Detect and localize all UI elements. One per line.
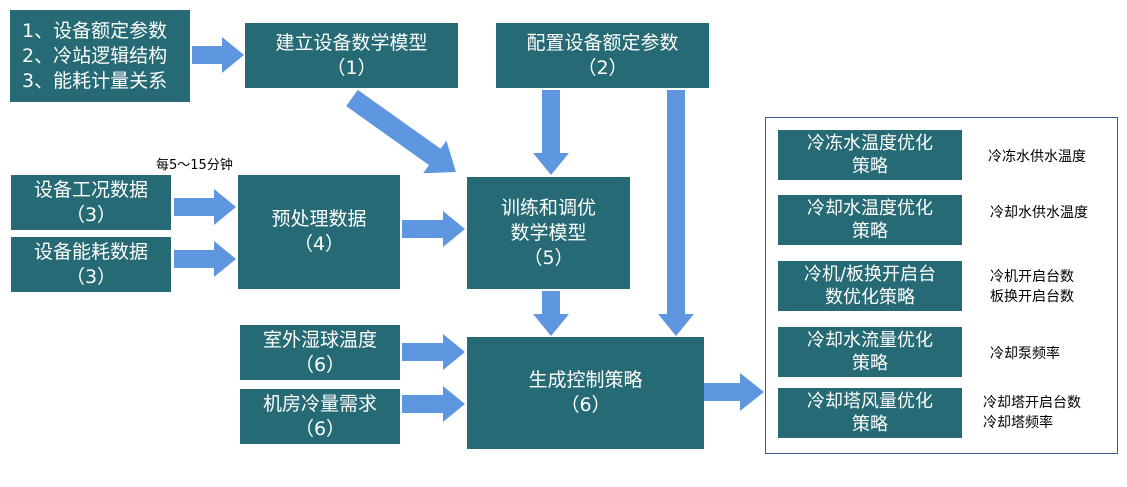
strategy-cooling-water-flow: 冷却水流量优化 策略 xyxy=(778,327,962,377)
arrow-params-to-train xyxy=(533,90,569,175)
arrow-workdata-to-preprocess xyxy=(174,189,236,225)
arrow-train-to-strategy xyxy=(533,291,569,336)
strategy-output-label: 冷机开启台数 xyxy=(990,269,1074,285)
strategy-chiller-count: 冷机/板换开启台 数优化策略 xyxy=(778,261,962,311)
work-data-title: 设备工况数据 xyxy=(33,178,148,201)
strategy-chilled-water-temp: 冷冻水温度优化 策略 xyxy=(778,130,962,180)
arrow-build-to-train xyxy=(346,89,456,174)
strategy-name-line: 策略 xyxy=(852,353,888,374)
strategy-name-line: 冷冻水温度优化 xyxy=(807,133,933,154)
rated-params-title: 配置设备额定参数 xyxy=(526,31,679,54)
work-data-step: （3） xyxy=(65,203,117,226)
input-list-box: 1、设备额定参数 2、冷站逻辑结构 3、能耗计量关系 xyxy=(10,10,190,102)
wet-bulb-box: 室外湿球温度 （6） xyxy=(240,325,400,380)
cooling-demand-step: （6） xyxy=(294,417,346,440)
energy-data-box: 设备能耗数据 （3） xyxy=(11,237,171,292)
strategy-output-label: 冷却泵频率 xyxy=(990,346,1060,362)
build-model-title: 建立设备数学模型 xyxy=(275,31,428,54)
strategy-name-line: 策略 xyxy=(852,221,888,242)
strategy-output-label: 冷却塔频率 xyxy=(983,415,1053,431)
strategy-name-line: 冷却水流量优化 xyxy=(807,330,933,351)
strategy-name-line: 冷却塔风量优化 xyxy=(807,391,933,412)
rated-params-step: （2） xyxy=(577,56,628,79)
interval-note: 每5～15分钟 xyxy=(156,158,233,173)
energy-data-title: 设备能耗数据 xyxy=(33,240,148,263)
generate-strategy-box: 生成控制策略 （6） xyxy=(467,337,704,449)
cooling-demand-title: 机房冷量需求 xyxy=(262,392,377,415)
input-item-2: 2、冷站逻辑结构 xyxy=(22,44,168,67)
wet-bulb-title: 室外湿球温度 xyxy=(262,328,377,351)
strategy-cooling-water-temp: 冷却水温度优化 策略 xyxy=(778,195,962,245)
arrow-wetbulb-to-strategy xyxy=(402,334,465,370)
train-model-box: 训练和调优 数学模型 （5） xyxy=(467,177,630,289)
strategy-name-line: 策略 xyxy=(852,414,888,435)
cooling-demand-box: 机房冷量需求 （6） xyxy=(240,389,400,444)
preprocess-box: 预处理数据 （4） xyxy=(238,175,400,289)
input-item-3: 3、能耗计量关系 xyxy=(22,69,168,92)
input-item-1: 1、设备额定参数 xyxy=(22,19,168,42)
train-model-title-2: 数学模型 xyxy=(510,221,587,244)
energy-data-step: （3） xyxy=(65,265,117,288)
preprocess-title: 预处理数据 xyxy=(271,208,367,230)
arrow-demand-to-strategy xyxy=(402,386,465,422)
strategy-output-label: 冷却水供水温度 xyxy=(990,205,1088,221)
strategy-name-line: 数优化策略 xyxy=(825,287,915,308)
train-model-step: （5） xyxy=(523,246,574,269)
build-model-step: （1） xyxy=(326,56,377,79)
arrow-preprocess-to-train xyxy=(402,211,465,247)
generate-strategy-step: （6） xyxy=(560,394,611,416)
strategy-name-line: 冷机/板换开启台 xyxy=(803,264,937,285)
strategy-output-label: 板换开启台数 xyxy=(990,289,1074,305)
train-model-title-1: 训练和调优 xyxy=(500,196,596,219)
strategy-name-line: 冷却水温度优化 xyxy=(807,198,933,219)
strategy-name-line: 策略 xyxy=(852,156,888,177)
arrow-energydata-to-preprocess xyxy=(174,241,236,277)
rated-params-box: 配置设备额定参数 （2） xyxy=(496,23,709,88)
strategy-output-label: 冷冻水供水温度 xyxy=(988,149,1086,165)
work-data-box: 设备工况数据 （3） xyxy=(11,175,171,230)
strategy-cooling-tower-air: 冷却塔风量优化 策略 xyxy=(778,388,962,438)
generate-strategy-title: 生成控制策略 xyxy=(528,369,643,391)
strategy-output-label: 冷却塔开启台数 xyxy=(983,395,1081,411)
preprocess-step: （4） xyxy=(293,233,345,255)
build-model-box: 建立设备数学模型 （1） xyxy=(245,23,458,88)
arrow-params-to-strategy xyxy=(658,90,694,336)
arrow-inputs-to-build xyxy=(192,37,244,73)
wet-bulb-step: （6） xyxy=(294,353,346,376)
arrow-strategy-to-panel xyxy=(704,373,764,411)
